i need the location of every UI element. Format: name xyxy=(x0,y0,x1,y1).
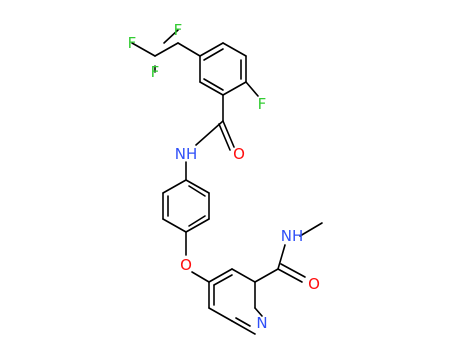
bond-line xyxy=(208,268,233,283)
bond-line xyxy=(188,215,206,227)
bond-line xyxy=(218,123,231,151)
bond-line xyxy=(208,307,233,322)
bond-line xyxy=(254,307,263,317)
bond-line xyxy=(199,42,224,57)
bond-line xyxy=(203,48,224,61)
bond-line xyxy=(245,81,259,97)
bond-line xyxy=(177,42,201,57)
bond-line xyxy=(222,120,235,148)
bond-line xyxy=(195,120,224,146)
bond-line xyxy=(277,244,286,270)
atom-f4: F xyxy=(258,95,267,113)
atom-o2-ether: O xyxy=(180,256,192,274)
bond-line xyxy=(162,218,187,233)
atom-f2: F xyxy=(174,21,183,39)
bond-layer xyxy=(131,29,323,335)
bond-line xyxy=(254,268,279,283)
bond-line xyxy=(199,81,224,96)
bond-line xyxy=(231,320,256,335)
bond-line xyxy=(131,42,156,57)
atom-o3: O xyxy=(308,275,320,293)
bond-line xyxy=(188,185,206,197)
bond-line xyxy=(299,222,323,237)
atom-n2-amide: NH xyxy=(281,227,304,245)
bond-line xyxy=(203,78,224,91)
bond-line xyxy=(213,274,233,286)
bond-line xyxy=(185,179,210,194)
bond-line xyxy=(280,263,306,278)
bond-line xyxy=(163,29,179,44)
bond-line xyxy=(162,179,187,194)
bond-line xyxy=(191,271,210,283)
bond-line xyxy=(222,42,247,57)
bond-line xyxy=(222,81,247,96)
bond-line xyxy=(185,218,210,233)
atom-o1: O xyxy=(233,145,245,163)
bond-line xyxy=(277,268,303,283)
atom-n1-amide: NH xyxy=(175,145,198,163)
atom-f1: F xyxy=(128,34,137,52)
bond-line xyxy=(231,268,256,283)
bond-line xyxy=(235,317,251,327)
bond-line xyxy=(154,42,179,57)
atom-f3: F xyxy=(151,63,160,81)
atom-label-layer: F F F F O NH O NH O N xyxy=(128,21,320,332)
atom-n3-pyridine: N xyxy=(256,314,267,332)
